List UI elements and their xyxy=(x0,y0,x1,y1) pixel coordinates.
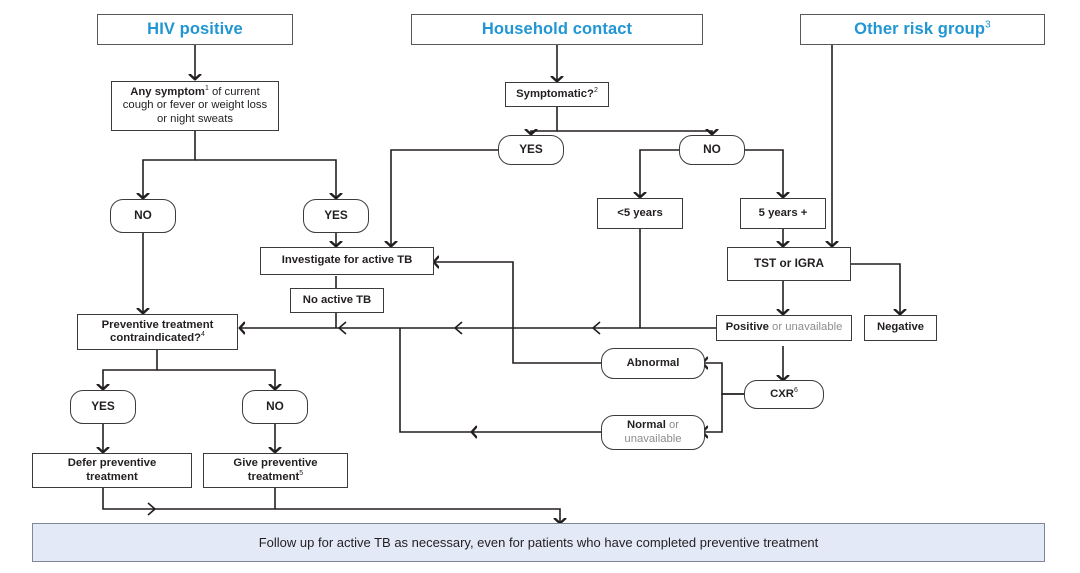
node-abnormal[interactable]: Abnormal xyxy=(601,348,705,379)
node-investigate-active-tb-label: Investigate for active TB xyxy=(281,254,413,267)
any-symptom-keyword: Any symptom xyxy=(130,86,205,98)
node-hiv-yes[interactable]: YES xyxy=(303,199,369,233)
node-defer-line2: treatment xyxy=(86,470,138,483)
node-under-5-years[interactable]: <5 years xyxy=(597,198,683,229)
node-household-yes[interactable]: YES xyxy=(498,135,564,165)
node-preventive-contraindicated[interactable]: Preventive treatment contraindicated?4 xyxy=(77,314,238,350)
node-give-preventive-treatment[interactable]: Give preventive treatment5 xyxy=(203,453,348,488)
node-tst-or-igra[interactable]: TST or IGRA xyxy=(727,247,851,281)
any-symptom-line2: cough or fever or weight loss xyxy=(122,99,268,112)
node-5-years-plus-label: 5 years + xyxy=(758,206,808,219)
node-5-years-plus[interactable]: 5 years + xyxy=(740,198,826,229)
header-household-contact-label: Household contact xyxy=(481,19,633,38)
node-symptomatic-label: Symptomatic? xyxy=(516,87,594,100)
any-symptom-line1-rest: of current xyxy=(208,86,260,98)
node-abnormal-label: Abnormal xyxy=(626,356,680,369)
node-give-line2: treatment xyxy=(247,470,300,483)
node-defer-preventive-treatment[interactable]: Defer preventive treatment xyxy=(32,453,192,488)
node-negative[interactable]: Negative xyxy=(864,315,937,341)
node-household-no[interactable]: NO xyxy=(679,135,745,165)
node-no-active-tb[interactable]: No active TB xyxy=(290,288,384,313)
followup-banner-text: Follow up for active TB as necessary, ev… xyxy=(258,535,819,550)
node-symptomatic[interactable]: Symptomatic?2 xyxy=(505,82,609,107)
followup-banner: Follow up for active TB as necessary, ev… xyxy=(32,523,1045,562)
node-contraindicated-line1: Preventive treatment xyxy=(101,318,214,331)
node-defer-line1: Defer preventive xyxy=(67,457,157,470)
footnote-marker-4: 4 xyxy=(201,331,205,339)
footnote-marker-6: 6 xyxy=(793,387,798,395)
node-cxr-label: CXR xyxy=(770,387,794,400)
header-other-risk-group[interactable]: Other risk group3 xyxy=(800,14,1045,45)
node-no-active-tb-label: No active TB xyxy=(302,293,372,306)
node-any-symptom[interactable]: Any symptom1 of current cough or fever o… xyxy=(111,81,279,131)
footnote-marker-1: 1 xyxy=(204,85,209,93)
footnote-marker-5: 5 xyxy=(299,469,304,477)
node-hiv-no-label: NO xyxy=(134,208,152,223)
node-normal-keyword: Normal xyxy=(626,419,666,432)
node-hiv-yes-label: YES xyxy=(324,208,348,223)
node-cxr[interactable]: CXR6 xyxy=(744,380,824,409)
node-normal-rest: or xyxy=(665,419,680,432)
node-investigate-active-tb[interactable]: Investigate for active TB xyxy=(260,247,434,275)
node-hiv-no[interactable]: NO xyxy=(110,199,176,233)
header-hiv-positive[interactable]: HIV positive xyxy=(97,14,293,45)
node-household-yes-label: YES xyxy=(519,142,543,157)
node-normal-line2: unavailable xyxy=(624,432,682,445)
any-symptom-line3: or night sweats xyxy=(157,112,233,125)
node-contraindicated-line2: contraindicated? xyxy=(110,332,202,344)
node-positive-rest: or unavailable xyxy=(768,321,843,334)
node-positive-keyword: Positive xyxy=(725,321,769,334)
header-household-contact[interactable]: Household contact xyxy=(411,14,703,45)
node-contraindicated-no-label: NO xyxy=(266,399,284,414)
node-positive-or-unavailable[interactable]: Positive or unavailable xyxy=(716,315,852,341)
header-hiv-positive-label: HIV positive xyxy=(147,19,243,38)
node-contraindicated-yes-label: YES xyxy=(91,399,115,414)
node-normal-or-unavailable[interactable]: Normal or unavailable xyxy=(601,415,705,450)
footnote-marker-3: 3 xyxy=(985,19,991,31)
node-tst-or-igra-label: TST or IGRA xyxy=(753,256,825,271)
node-negative-label: Negative xyxy=(876,321,925,334)
node-contraindicated-yes[interactable]: YES xyxy=(70,390,136,424)
node-under-5-years-label: <5 years xyxy=(617,206,663,219)
node-contraindicated-no[interactable]: NO xyxy=(242,390,308,424)
node-give-line1: Give preventive xyxy=(233,457,318,470)
node-household-no-label: NO xyxy=(703,142,721,157)
footnote-marker-2: 2 xyxy=(593,87,598,95)
header-other-risk-group-label: Other risk group3 xyxy=(854,19,991,38)
